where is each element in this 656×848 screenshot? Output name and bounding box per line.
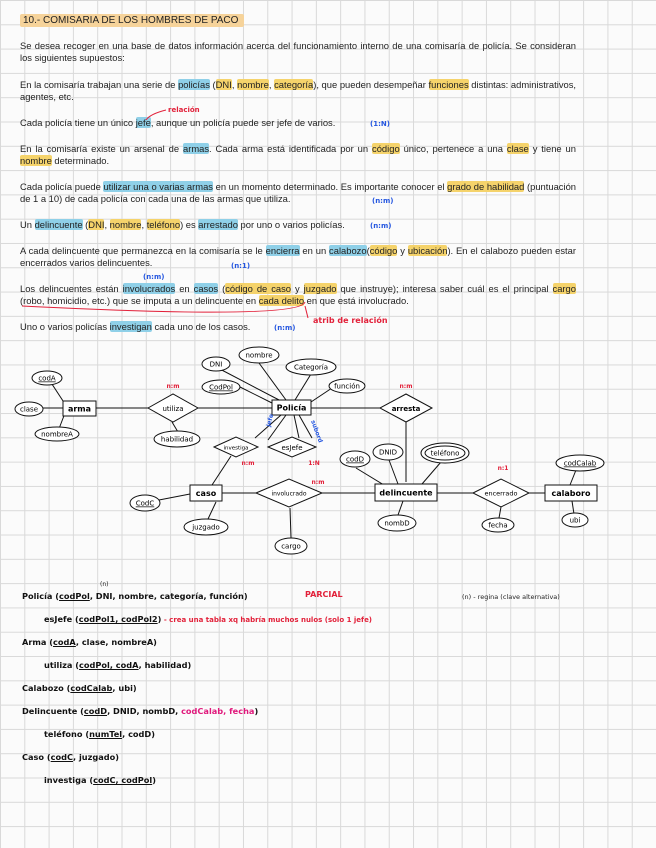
svg-text:arma: arma <box>68 405 91 414</box>
schema-investiga: investiga (codC, codPol) <box>44 775 156 785</box>
schema-esjefe: esJefe (codPol1, codPol2) - crea una tab… <box>44 614 373 624</box>
relationship-encerrado: encerrado n:1 <box>471 465 531 508</box>
annotation-cardinality: (n:m) <box>143 273 165 281</box>
svg-text:ubi: ubi <box>570 517 581 525</box>
svg-text:fecha: fecha <box>488 522 507 530</box>
attribute-habilidad: habilidad <box>153 430 201 448</box>
schema-calabozo: Calabozo (codCalab, ubi) <box>22 683 137 693</box>
attribute-categoria: Categoría <box>285 358 337 376</box>
svg-text:codA: codA <box>38 375 56 383</box>
attribute-fecha: fecha <box>481 517 515 533</box>
relationship-esjefe: esJefe 1:N <box>266 436 320 467</box>
paragraph-policias: En la comisaría trabajan una serie de po… <box>20 79 577 103</box>
svg-text:teléfono: teléfono <box>431 450 460 458</box>
paragraph-armas: En la comisaría existe un arsenal de arm… <box>20 143 576 167</box>
svg-text:Categoría: Categoría <box>294 364 328 372</box>
schema-caso: Caso (codC, juzgado) <box>22 752 119 762</box>
paragraph-utilizar: Cada policía puede utilizar una o varias… <box>20 181 576 205</box>
svg-text:nombreA: nombreA <box>41 431 73 439</box>
schema-arma: Arma (codA, clase, nombreA) <box>22 637 157 647</box>
schema-telefono: teléfono (numTel, codD) <box>44 729 155 739</box>
svg-text:encerrado: encerrado <box>484 490 517 498</box>
svg-text:delincuente: delincuente <box>379 489 433 498</box>
svg-text:DNID: DNID <box>379 449 397 457</box>
paragraph-jefe: Cada policía tiene un único jefe, aunque… <box>20 117 336 128</box>
schema-policia: Policía (codPol, DNI, nombre, categoría,… <box>22 591 248 601</box>
role-label-jefe: jefe <box>265 413 275 428</box>
relationship-utiliza: utiliza n:m <box>146 383 200 423</box>
svg-text:n:m: n:m <box>242 460 255 467</box>
annotation-cardinality: (n:m) <box>370 222 392 230</box>
relationship-investiga: investiga n:m <box>212 436 260 467</box>
svg-text:Policía: Policía <box>277 404 307 413</box>
svg-text:codD: codD <box>346 456 364 464</box>
svg-text:CodPol: CodPol <box>209 384 233 392</box>
attribute-clase: clase <box>14 401 44 417</box>
relationship-involucrado: involucrado n:m <box>254 478 325 508</box>
paragraph-delincuente: Un delincuente (DNI, nombre, teléfono) e… <box>20 219 345 230</box>
attribute-nombre: nombre <box>238 346 280 364</box>
annotation-parcial: PARCIAL <box>305 590 343 599</box>
annotation-atrib: atrib de relación <box>313 316 388 325</box>
schema-delincuente: Delincuente (codD, DNID, nombD, codCalab… <box>22 706 259 716</box>
svg-text:utiliza: utiliza <box>163 405 184 413</box>
svg-text:calaboro: calaboro <box>552 489 591 498</box>
attribute-nombD: nombD <box>377 514 417 532</box>
attribute-codD: codD <box>339 450 371 468</box>
annotation-cardinality: (n:m) <box>372 197 394 205</box>
svg-text:1:N: 1:N <box>308 460 320 467</box>
role-label-subord: subord <box>309 419 324 443</box>
svg-text:n:m: n:m <box>400 383 413 390</box>
attribute-nombreA: nombreA <box>34 426 80 442</box>
svg-text:juzgado: juzgado <box>191 524 220 532</box>
attribute-cargo: cargo <box>274 537 308 555</box>
entity-caso: caso <box>189 484 223 502</box>
attribute-juzgado: juzgado <box>183 518 229 536</box>
svg-text:n:m: n:m <box>312 479 325 486</box>
attribute-codpol: CodPol <box>201 379 241 395</box>
attribute-telefono: teléfono <box>420 442 470 464</box>
svg-text:n:m: n:m <box>167 383 180 390</box>
svg-text:cargo: cargo <box>281 543 301 551</box>
entity-delincuente: delincuente <box>374 483 438 502</box>
paragraph-investigan: Uno o varios policías investigan cada un… <box>20 321 251 332</box>
attribute-dni: DNI <box>201 356 231 372</box>
alt-key-mark: (n) <box>100 581 109 588</box>
svg-text:involucrado: involucrado <box>271 491 306 498</box>
entity-policia: Policía <box>271 399 312 416</box>
note-alt-key: (n) - regina (clave alternativa) <box>462 593 560 601</box>
annotation-relacion: relación <box>168 106 200 114</box>
annotation-cardinality: (n:1) <box>231 262 251 270</box>
entity-arma: arma <box>62 400 97 417</box>
svg-text:codCalab: codCalab <box>564 460 597 468</box>
annotation-cardinality: (1:N) <box>370 120 390 128</box>
paragraph-calabozo: A cada delincuente que permanezca en la … <box>20 245 577 269</box>
annotation-cardinality: (n:m) <box>274 324 296 332</box>
svg-text:caso: caso <box>196 489 217 498</box>
svg-text:DNI: DNI <box>210 361 223 369</box>
svg-text:nombre: nombre <box>245 352 272 360</box>
svg-text:clase: clase <box>20 406 38 414</box>
attribute-ubi: ubi <box>561 512 589 528</box>
svg-text:nombD: nombD <box>384 520 409 528</box>
attribute-codA: codA <box>31 370 63 386</box>
svg-text:n:1: n:1 <box>498 465 509 472</box>
attribute-funcion: función <box>328 378 366 394</box>
svg-text:habilidad: habilidad <box>161 436 193 444</box>
relationship-arresta: arresta n:m <box>378 383 434 423</box>
exercise-title: 10.- COMISARIA DE LOS HOMBRES DE PACO <box>20 14 245 27</box>
attribute-codC: CodC <box>129 494 161 512</box>
attribute-dnid: DNID <box>372 443 404 461</box>
attribute-codcalab: codCalab <box>555 454 605 472</box>
svg-text:CodC: CodC <box>136 500 155 508</box>
entity-calabozo: calaboro <box>544 484 598 502</box>
diagram-lines <box>43 362 577 539</box>
paragraph-intro: Se desea recoger en una base de datos in… <box>20 40 576 64</box>
svg-text:arresta: arresta <box>392 405 421 413</box>
svg-text:esJefe: esJefe <box>281 444 302 452</box>
svg-text:función: función <box>334 383 360 391</box>
paragraph-casos: Los delincuentes están involucrados en c… <box>20 283 576 307</box>
schema-utiliza: utiliza (codPol, codA, habilidad) <box>44 660 192 670</box>
svg-text:investiga: investiga <box>223 446 248 452</box>
